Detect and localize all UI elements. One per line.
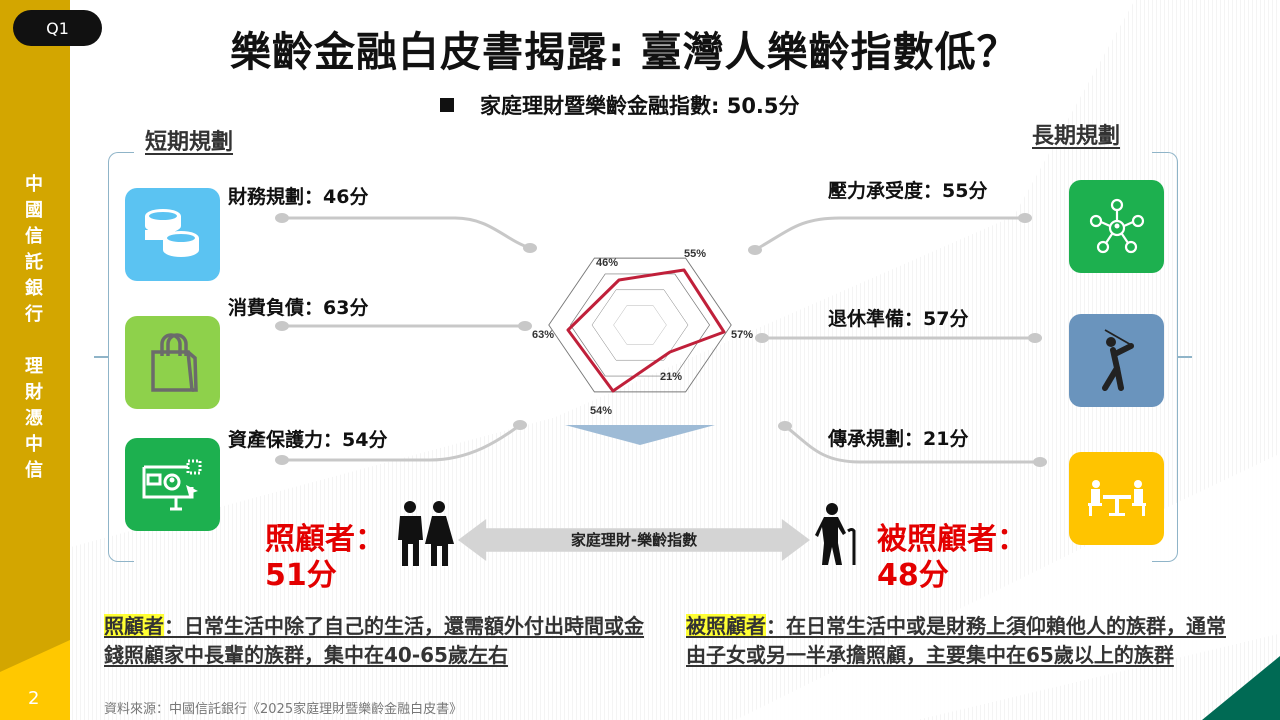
svg-text:57%: 57% [731, 329, 753, 341]
svg-text:55%: 55% [684, 248, 706, 260]
radar-series-line [566, 268, 726, 393]
question-badge: Q1 [13, 10, 102, 46]
page-title: 樂齡金融白皮書揭露: 臺灣人樂齡指數低？ [230, 28, 1019, 76]
brand-vertical-text: 中 國 信 託 銀 行 理 財 憑 中 信 [25, 174, 43, 481]
stress-tolerance-label: 壓力承受度：55分 [828, 180, 988, 202]
caregiver-score: 照顧者： 51分 [265, 522, 385, 593]
index-subtitle: 家庭理財暨樂齡金融指數: 50.5分 [440, 90, 800, 120]
long-term-heading: 長期規劃 [1032, 124, 1121, 149]
cared-definition: 被照顧者：在日常生活中或是財務上須仰賴他人的族群，通常由子女或另一半承擔照顧，主… [686, 614, 1226, 667]
computer-user-icon [125, 438, 220, 531]
short-term-heading: 短期規劃 [145, 130, 234, 155]
svg-text:21%: 21% [660, 371, 682, 383]
shopping-bag-icon [125, 316, 220, 409]
radar-chart: 46% 55% 57% 21% 54% 63% [532, 248, 753, 417]
svg-text:54%: 54% [590, 405, 612, 417]
consumer-debt-label: 消費負債：63分 [228, 297, 369, 319]
financial-planning-label: 財務規劃：46分 [228, 186, 369, 208]
retirement-prep-label: 退休準備：57分 [828, 308, 969, 330]
coins-icon [125, 188, 220, 281]
left-brace-tip [94, 356, 108, 358]
left-brace [108, 152, 134, 562]
double-arrow-label: 家庭理財-樂齡指數 [570, 531, 698, 549]
elderly-cane-icon [814, 503, 858, 571]
golfer-icon [1069, 314, 1164, 407]
sidebar [0, 0, 70, 720]
right-brace-tip [1178, 356, 1192, 358]
caregiver-definition: 照顧者：日常生活中除了自己的生活，還需額外付出時間或金錢照顧家中長輩的族群，集中… [104, 614, 644, 667]
couple-icon [394, 500, 456, 572]
meeting-table-icon [1069, 452, 1164, 545]
right-brace [1152, 152, 1178, 562]
svg-text:46%: 46% [596, 257, 618, 269]
legacy-planning-label: 傳承規劃：21分 [828, 428, 969, 450]
cared-score: 被照顧者： 48分 [877, 522, 1027, 593]
social-network-icon [1069, 180, 1164, 273]
page-number: 2 [28, 688, 40, 709]
svg-text:63%: 63% [532, 329, 554, 341]
square-bullet-icon [440, 98, 454, 112]
asset-protection-label: 資產保護力：54分 [228, 429, 388, 451]
source-citation: 資料來源：中國信託銀行《2025家庭理財暨樂齡金融白皮書》 [104, 702, 463, 717]
